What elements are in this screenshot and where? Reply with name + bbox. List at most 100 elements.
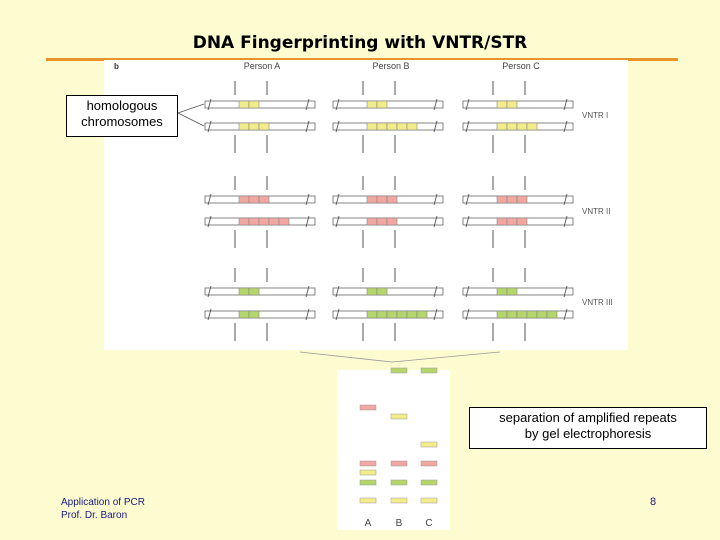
repeat-unit — [506, 287, 518, 296]
chromosome-strand — [462, 287, 574, 296]
repeat-unit — [238, 122, 250, 131]
repeat-unit — [238, 195, 250, 204]
funnel-line — [391, 351, 501, 363]
strand-break-mark — [305, 120, 310, 133]
strand-break-mark — [563, 193, 568, 206]
repeat-unit — [506, 100, 518, 109]
repeat-unit — [258, 122, 270, 131]
repeat-unit — [416, 310, 428, 319]
repeat-unit — [496, 310, 508, 319]
strand-break-mark — [433, 98, 438, 111]
repeat-unit — [496, 122, 508, 131]
gel-band — [359, 469, 377, 476]
chromosome-strand — [332, 287, 444, 296]
gel-band — [390, 367, 408, 374]
callout-gel-line2: by gel electrophoresis — [524, 426, 652, 441]
gel-band — [420, 460, 438, 467]
person-a-label: Person A — [244, 61, 281, 71]
repeat-unit — [366, 195, 378, 204]
callout-gel-line1: separation of amplified repeats — [499, 410, 677, 425]
strand-break-mark — [207, 120, 212, 133]
repeat-unit — [396, 122, 408, 131]
strand-break-mark — [433, 308, 438, 321]
gel-band — [420, 441, 438, 448]
strand-break-mark — [465, 193, 470, 206]
repeat-unit — [376, 287, 388, 296]
strand-break-mark — [563, 285, 568, 298]
repeat-unit — [516, 122, 528, 131]
repeat-unit — [496, 195, 508, 204]
repeat-unit — [396, 310, 408, 319]
gel-electrophoresis-callout: separation of amplified repeats by gel e… — [469, 407, 707, 449]
slide-footer: Application of PCR Prof. Dr. Baron — [61, 496, 145, 522]
repeat-unit — [406, 310, 418, 319]
repeat-unit — [238, 100, 250, 109]
repeat-unit — [536, 310, 548, 319]
repeat-unit — [496, 287, 508, 296]
repeat-unit — [386, 195, 398, 204]
chromosome-strand — [204, 287, 316, 296]
repeat-unit — [516, 217, 528, 226]
repeat-unit — [248, 122, 260, 131]
strand-break-mark — [335, 98, 340, 111]
gel-lane-a-label: A — [365, 518, 372, 529]
chromosome-strand — [204, 310, 316, 319]
gel-panel — [337, 370, 450, 530]
strand-break-mark — [465, 308, 470, 321]
chromosome-strand — [462, 100, 574, 109]
strand-break-mark — [335, 308, 340, 321]
repeat-unit — [496, 100, 508, 109]
strand-break-mark — [563, 120, 568, 133]
strand-break-mark — [465, 285, 470, 298]
repeat-unit — [506, 195, 518, 204]
callout-pointer — [177, 103, 205, 114]
gel-band — [359, 497, 377, 504]
funnel-line — [299, 351, 393, 363]
repeat-unit — [366, 100, 378, 109]
strand-break-mark — [465, 215, 470, 228]
repeat-unit — [238, 287, 250, 296]
strand-break-mark — [433, 193, 438, 206]
chromosome-strand — [204, 100, 316, 109]
locus-label-vntr2: VNTR II — [582, 207, 610, 216]
repeat-unit — [376, 217, 388, 226]
repeat-unit — [248, 195, 260, 204]
gel-band — [359, 404, 377, 411]
footer-course: Application of PCR — [61, 497, 145, 508]
repeat-unit — [526, 122, 538, 131]
strand-break-mark — [207, 308, 212, 321]
panel-label: b — [114, 62, 119, 71]
repeat-unit — [258, 217, 270, 226]
repeat-unit — [248, 100, 260, 109]
repeat-unit — [516, 195, 528, 204]
repeat-unit — [366, 217, 378, 226]
gel-lane-b-label: B — [396, 518, 403, 529]
repeat-unit — [506, 310, 518, 319]
gel-band — [390, 479, 408, 486]
repeat-unit — [496, 217, 508, 226]
callout-pointer — [177, 112, 205, 127]
locus-label-vntr3: VNTR III — [582, 298, 613, 307]
strand-break-mark — [335, 285, 340, 298]
slide-title: DNA Fingerprinting with VNTR/STR — [192, 33, 528, 53]
repeat-unit — [376, 195, 388, 204]
title-underline — [46, 58, 678, 61]
strand-break-mark — [207, 215, 212, 228]
strand-break-mark — [305, 285, 310, 298]
repeat-unit — [546, 310, 558, 319]
callout-chromosomes-line1: homologous — [86, 98, 158, 113]
repeat-unit — [248, 310, 260, 319]
repeat-unit — [526, 310, 538, 319]
locus-label-vntr1: VNTR I — [582, 111, 608, 120]
strand-break-mark — [305, 98, 310, 111]
gel-band — [359, 479, 377, 486]
strand-break-mark — [305, 215, 310, 228]
gel-band — [390, 497, 408, 504]
repeat-unit — [268, 217, 280, 226]
strand-break-mark — [305, 308, 310, 321]
repeat-unit — [516, 310, 528, 319]
footer-author: Prof. Dr. Baron — [61, 510, 128, 521]
homologous-chromosomes-callout: homologous chromosomes — [66, 95, 178, 137]
strand-break-mark — [433, 215, 438, 228]
